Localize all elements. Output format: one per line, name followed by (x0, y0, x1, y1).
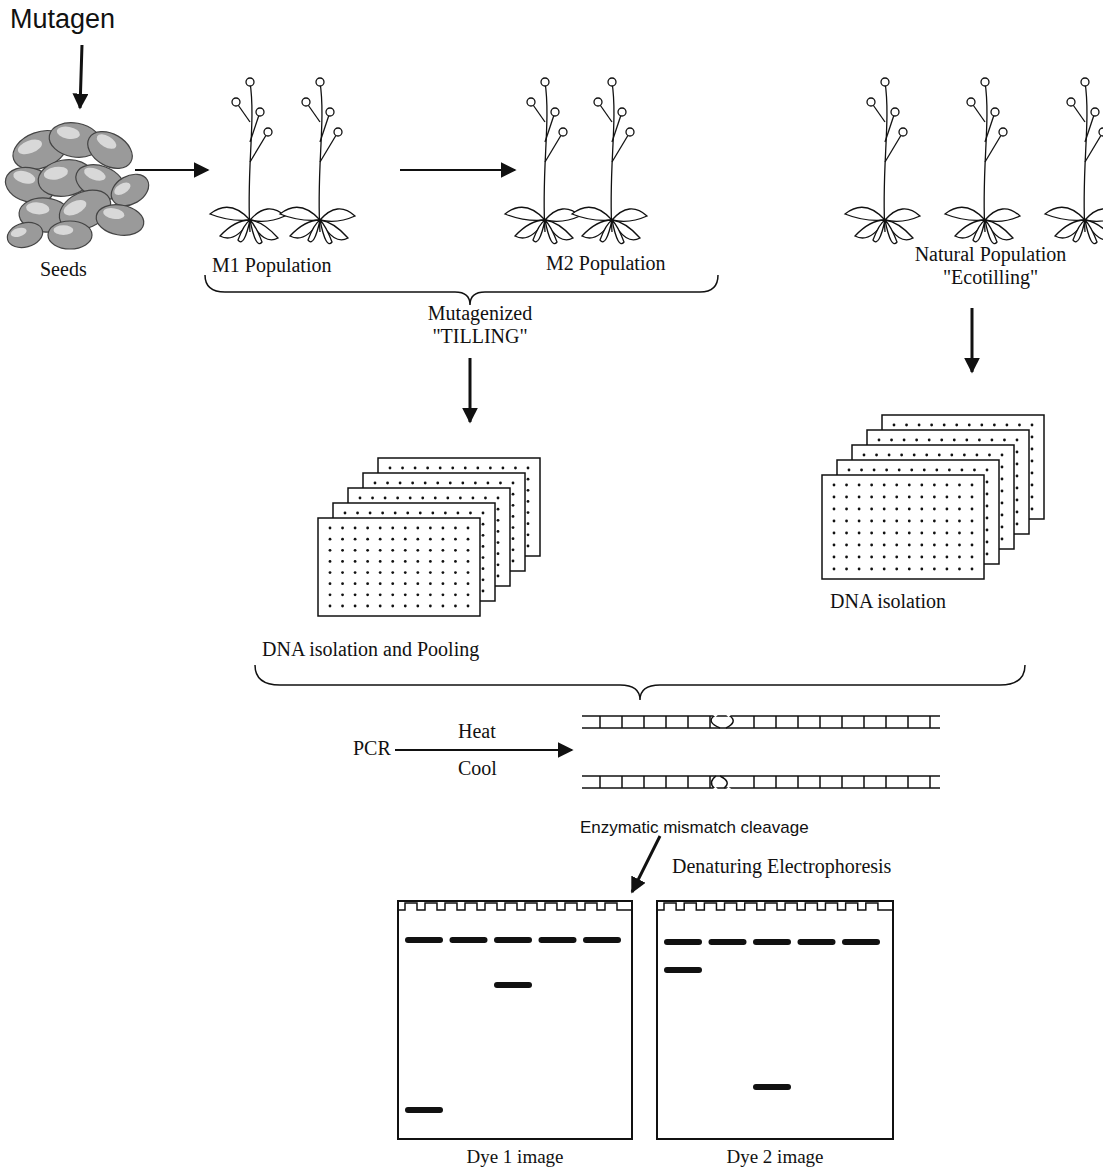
text-label: Mutagen (10, 4, 115, 35)
text-label: PCR (353, 737, 391, 760)
gel-caption: Dye 2 image (656, 1146, 894, 1168)
text-label: Heat (458, 720, 496, 743)
text-label: Mutagenized "TILLING" (405, 302, 555, 348)
text-label: Enzymatic mismatch cleavage (580, 818, 809, 838)
text-label: Denaturing Electrophoresis (672, 855, 891, 878)
text-label: Natural Population "Ecotilling" (878, 243, 1103, 289)
gel-drawing (656, 900, 894, 1140)
gel-image: Dye 2 image (656, 900, 894, 1168)
gel-image: Dye 1 image (397, 900, 633, 1168)
text-label: M2 Population (546, 252, 665, 275)
gel-drawing (397, 900, 633, 1140)
text-label: Seeds (40, 258, 87, 281)
text-label: DNA isolation (830, 590, 946, 613)
text-label: Cool (458, 757, 497, 780)
gel-caption: Dye 1 image (397, 1146, 633, 1168)
text-label: DNA isolation and Pooling (262, 638, 479, 661)
text-label: M1 Population (212, 254, 331, 277)
